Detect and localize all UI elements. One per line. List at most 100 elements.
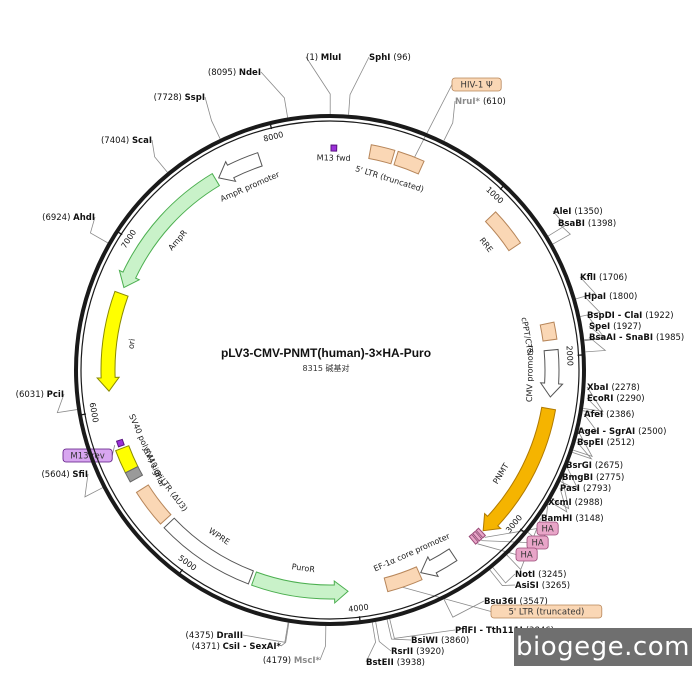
site-position: (1922) (645, 311, 673, 321)
feature-label-rre: RRE (478, 236, 495, 254)
site-position: (3265) (542, 581, 570, 591)
site-pcii: (6031) PciI (16, 390, 64, 400)
site-position: (5604) (41, 470, 72, 480)
site-position: (8095) (208, 68, 239, 78)
site-name: Bsu36I (484, 597, 520, 607)
tick-label: 7000 (120, 228, 139, 250)
site-connector (580, 295, 601, 317)
feature-ef-1-core-promoter (420, 548, 458, 578)
site-position: (3920) (416, 647, 444, 657)
site-position: (7404) (101, 136, 132, 146)
feature-m13-rev (115, 438, 125, 448)
site-bsaai-snabi: BsaAI - SnaBI (1985) (589, 333, 684, 343)
site-connector (585, 336, 607, 353)
site-connector (443, 100, 456, 141)
tick-mark (519, 528, 527, 535)
plasmid-backbone-inner (80, 120, 580, 620)
site-connector (89, 216, 108, 244)
site-ndei: (8095) NdeI (208, 68, 261, 78)
site-xbai: XbaI (2278) (587, 383, 640, 393)
callout-connector (477, 543, 517, 555)
feature-cmv-promoter (539, 348, 564, 398)
site-bsrgi: BsrGI (2675) (566, 461, 623, 471)
site-connector (549, 487, 568, 513)
site-position: (3148) (575, 514, 603, 524)
site-connector (260, 71, 289, 118)
site-connector (547, 210, 566, 237)
callout-box (490, 604, 603, 619)
site-sphi: SphI (96) (369, 53, 411, 63)
site-position: (4371) (192, 642, 223, 652)
site-bsu36i: Bsu36I (3547) (484, 597, 548, 607)
site-name: EcoRI (587, 394, 616, 404)
feature-cppt-cts (539, 321, 558, 342)
site-kfli: KflI (1706) (580, 273, 627, 283)
site-name: AgeI - SgrAI (578, 427, 638, 437)
tick-label: 8000 (262, 130, 284, 144)
tick-label: 2000 (564, 345, 574, 366)
site-xcmi: XcmI (2988) (548, 498, 603, 508)
site-connector (575, 276, 596, 300)
site-connector (506, 517, 542, 571)
site-name: PasI (560, 484, 583, 494)
callout-connector (400, 586, 492, 612)
site-position: (1706) (599, 273, 627, 283)
site-name: NruI* (455, 97, 483, 107)
site-agei-sgrai: AgeI - SgrAI (2500) (578, 427, 666, 437)
site-connector (492, 567, 516, 584)
site-position: (2386) (606, 410, 634, 420)
site-sfii: (5604) SfiI (41, 470, 88, 480)
site-name: XbaI (587, 383, 612, 393)
site-position: (7728) (154, 93, 185, 103)
site-sspi: (7728) SspI (154, 93, 205, 103)
feature-label-pnmt: PNMT (491, 462, 510, 486)
site-connector (84, 473, 103, 498)
site-connector (242, 622, 289, 643)
site-name: PflFI - Tth111I (455, 626, 526, 636)
tick-label: 6000 (88, 402, 100, 424)
feature-ori (96, 290, 129, 392)
site-connector (572, 441, 593, 460)
callout-box (536, 521, 559, 536)
site-pasi: PasI (2793) (560, 484, 611, 494)
site-name: ScaI (132, 136, 152, 146)
callout-5-ltr-truncated: 5' LTR (truncated) (508, 608, 584, 618)
site-connector (573, 430, 593, 458)
callout-connector (413, 84, 453, 159)
site-name: NdeI (239, 68, 261, 78)
tick-label: 5000 (176, 553, 198, 572)
site-name: BsaAI - SnaBI (589, 333, 656, 343)
site-connector (386, 619, 412, 641)
site-name: SphI (369, 53, 393, 63)
site-bmgbi: BmgBI (2775) (562, 473, 624, 483)
site-name: BspDI - ClaI (587, 311, 645, 321)
watermark: biogege.com (514, 628, 692, 666)
site-connector (348, 56, 370, 115)
site-ahdi: (6924) AhdI (42, 213, 95, 223)
site-name: AfeI (584, 410, 606, 420)
site-position: (1) (306, 53, 321, 63)
site-position: (2793) (583, 484, 611, 494)
site-name: CsiI - SexAI* (223, 642, 282, 652)
site-scai: (7404) ScaI (101, 136, 152, 146)
site-position: (3860) (441, 636, 469, 646)
site-connector (489, 569, 516, 586)
site-name: NotI (515, 570, 538, 580)
site-position: (2675) (595, 461, 623, 471)
callout-connector (111, 445, 116, 456)
tick-mark (78, 413, 87, 416)
site-nrui: NruI* (610) (455, 97, 506, 107)
site-name: BstEII (366, 658, 397, 668)
site-position: (4375) (186, 631, 217, 641)
feature-label-puror: PuroR (291, 562, 316, 574)
site-name: BmgBI (562, 473, 596, 483)
site-name: BsrGI (566, 461, 595, 471)
features (96, 144, 564, 605)
site-draiii: (4375) DraIII (186, 631, 243, 641)
feature-sv40-ori (124, 465, 144, 483)
feature-wpre (163, 517, 254, 585)
feature-ha (468, 533, 479, 545)
site-connector (280, 622, 290, 647)
